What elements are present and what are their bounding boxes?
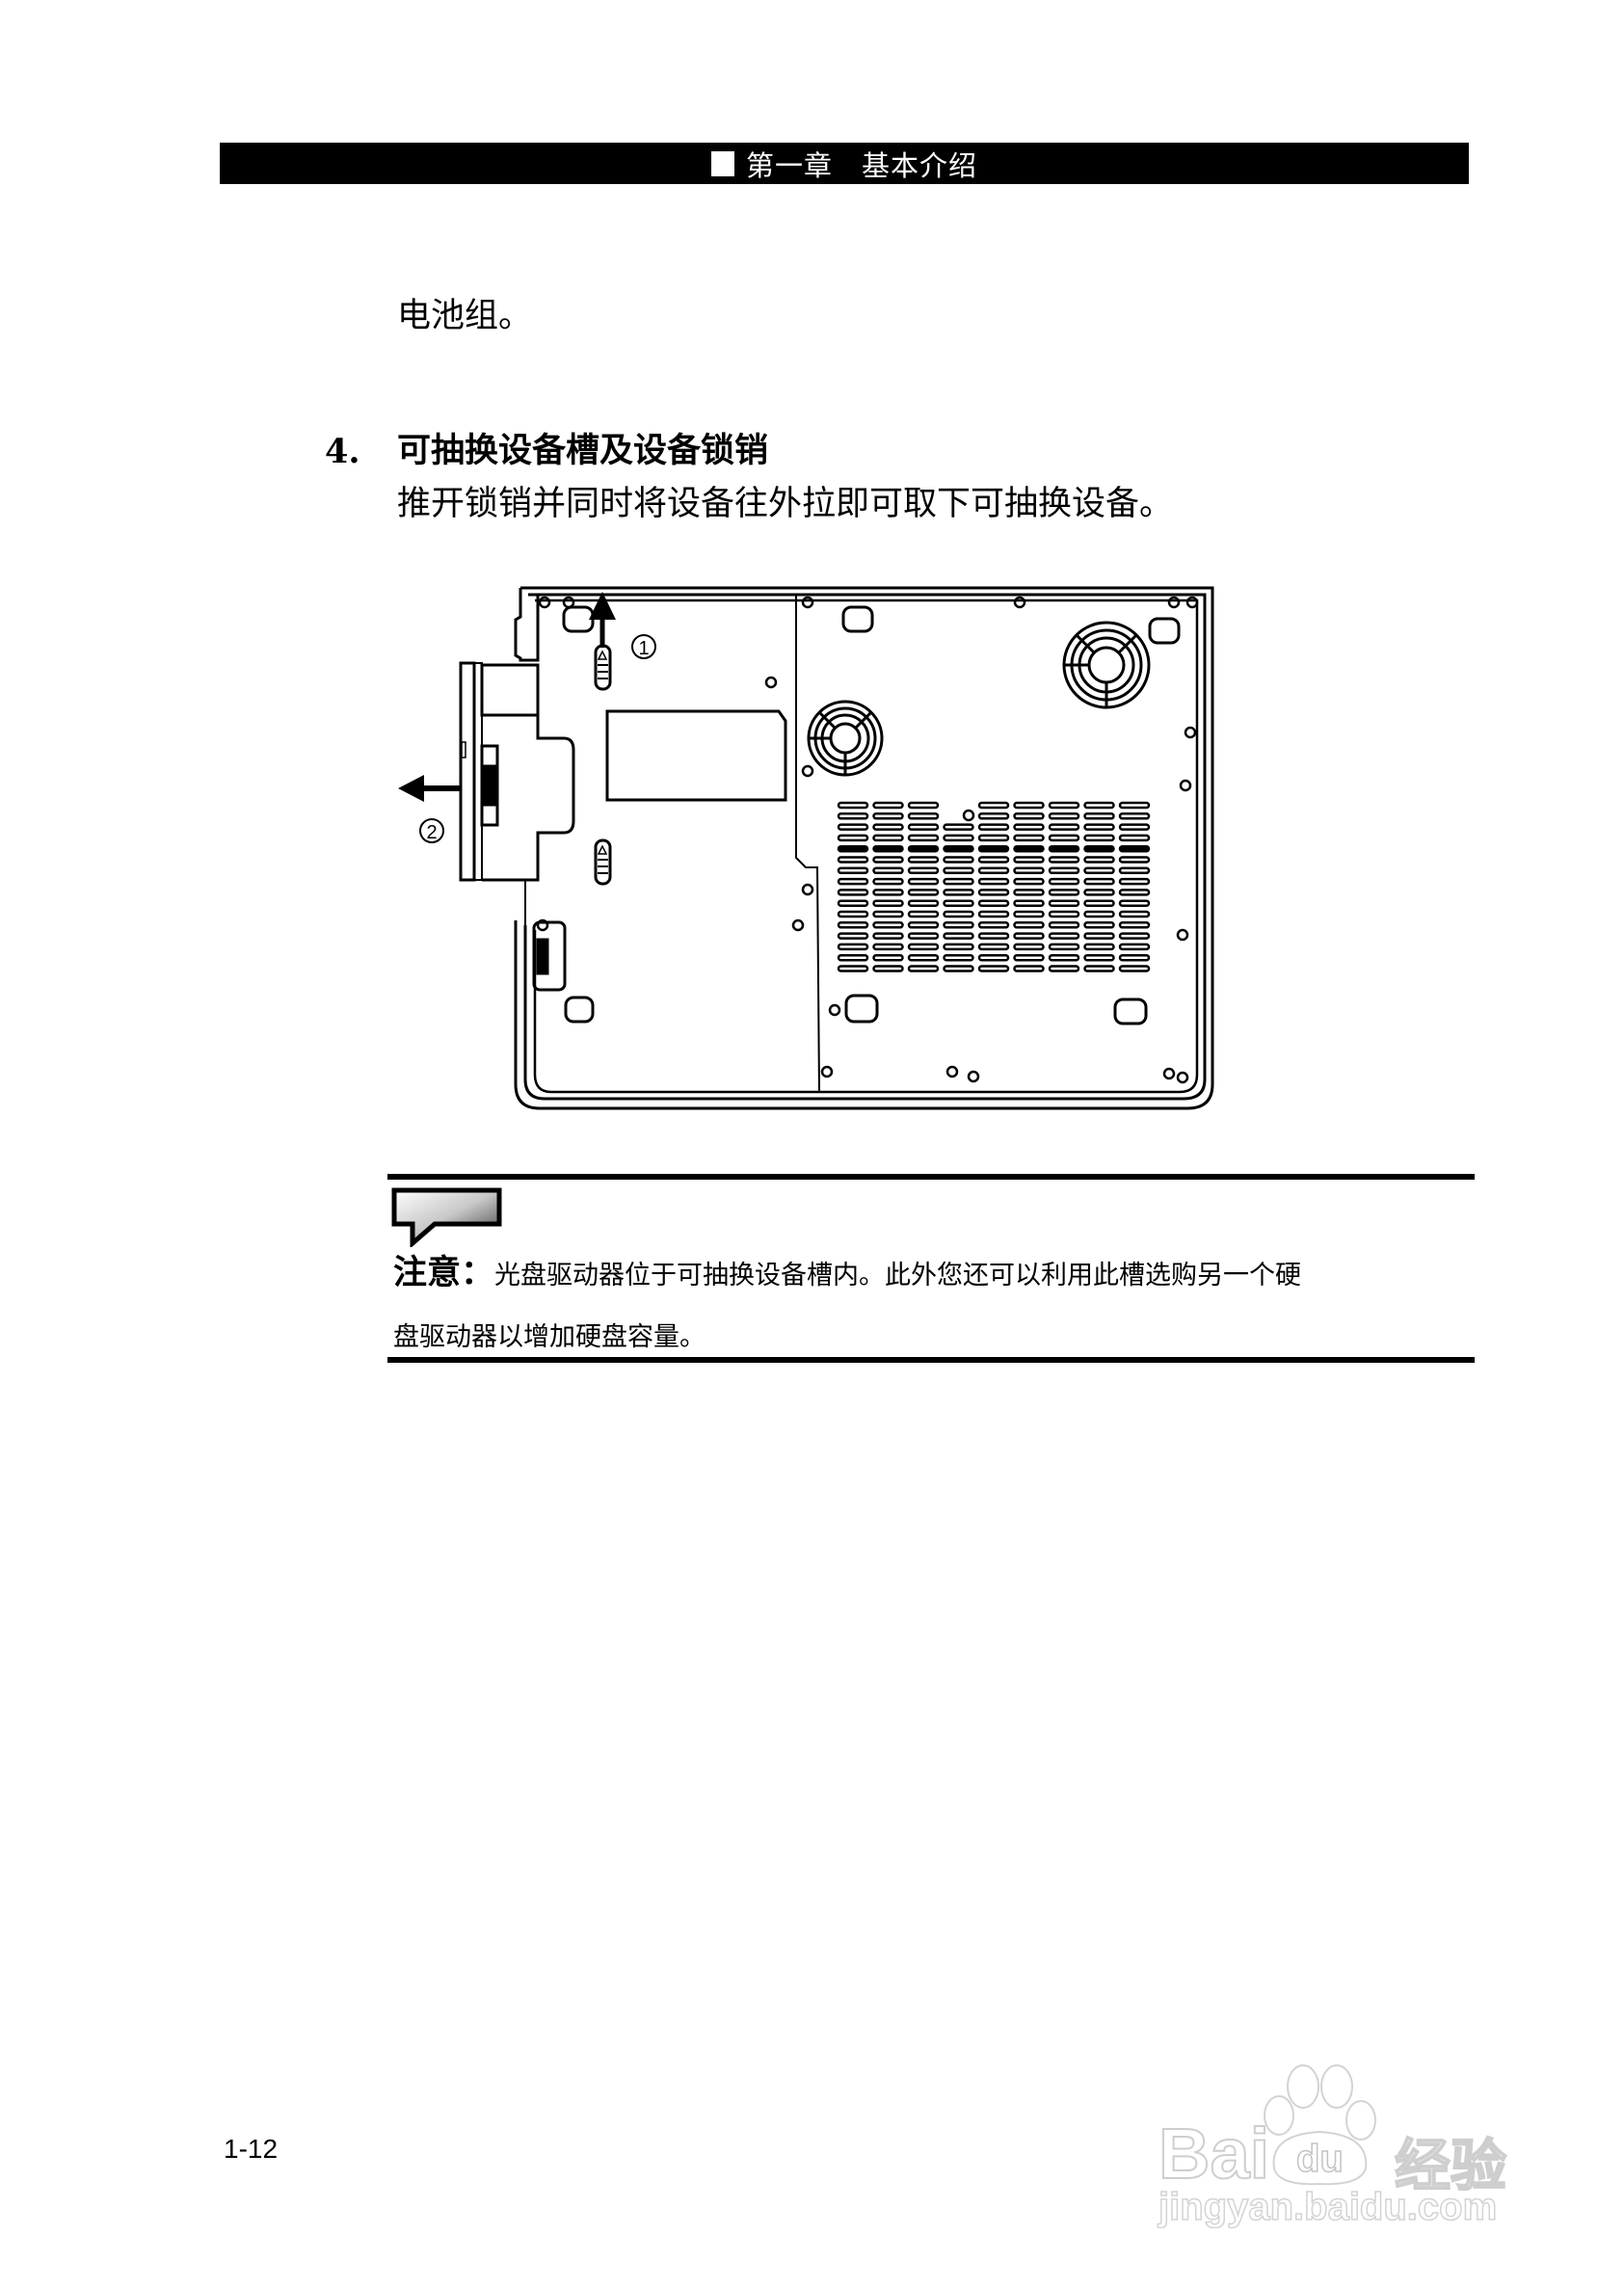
watermark-jingyan: 经验 <box>1394 2134 1507 2198</box>
section-title: 可抽换设备槽及设备锁销 <box>397 431 769 470</box>
note-label: 注意： <box>393 1253 495 1292</box>
note-bottom-rule <box>387 1357 1475 1363</box>
watermark-du: du <box>1295 2137 1344 2181</box>
note-paragraph: 注意：光盘驱动器位于可抽换设备槽内。此外您还可以利用此槽选购另一个硬 <box>393 1256 1302 1291</box>
page-number: 1-12 <box>224 2134 279 2164</box>
chapter-title: 第一章 基本介绍 <box>745 148 977 182</box>
watermark-brand: Bai <box>1158 2113 1270 2195</box>
black-square-icon <box>710 150 734 176</box>
baidu-jingyan-watermark: Bai du 经验 jingyan.baidu.com <box>1154 2043 1530 2229</box>
paw-icon <box>1264 2064 1376 2186</box>
chapter-header-bar: 第一章 基本介绍 <box>220 143 1469 184</box>
continuation-text: 电池组。 <box>397 297 533 335</box>
svg-text:2: 2 <box>426 822 437 843</box>
laptop-bottom-figure: 2 1 <box>386 573 1224 1123</box>
fan-large <box>1062 621 1151 709</box>
fan-small <box>807 700 884 777</box>
speech-bubble-icon <box>391 1187 503 1251</box>
note-line-1: 光盘驱动器位于可抽换设备槽内。此外您还可以利用此槽选购另一个硬 <box>494 1261 1302 1290</box>
svg-text:1: 1 <box>638 638 649 659</box>
section-number: 4. <box>325 432 360 471</box>
note-top-rule <box>387 1174 1475 1180</box>
section-body: 推开锁销并同时将设备往外拉即可取下可抽换设备。 <box>397 485 1174 523</box>
note-line-2: 盘驱动器以增加硬盘容量。 <box>393 1322 706 1352</box>
watermark-url: jingyan.baidu.com <box>1158 2185 1498 2229</box>
